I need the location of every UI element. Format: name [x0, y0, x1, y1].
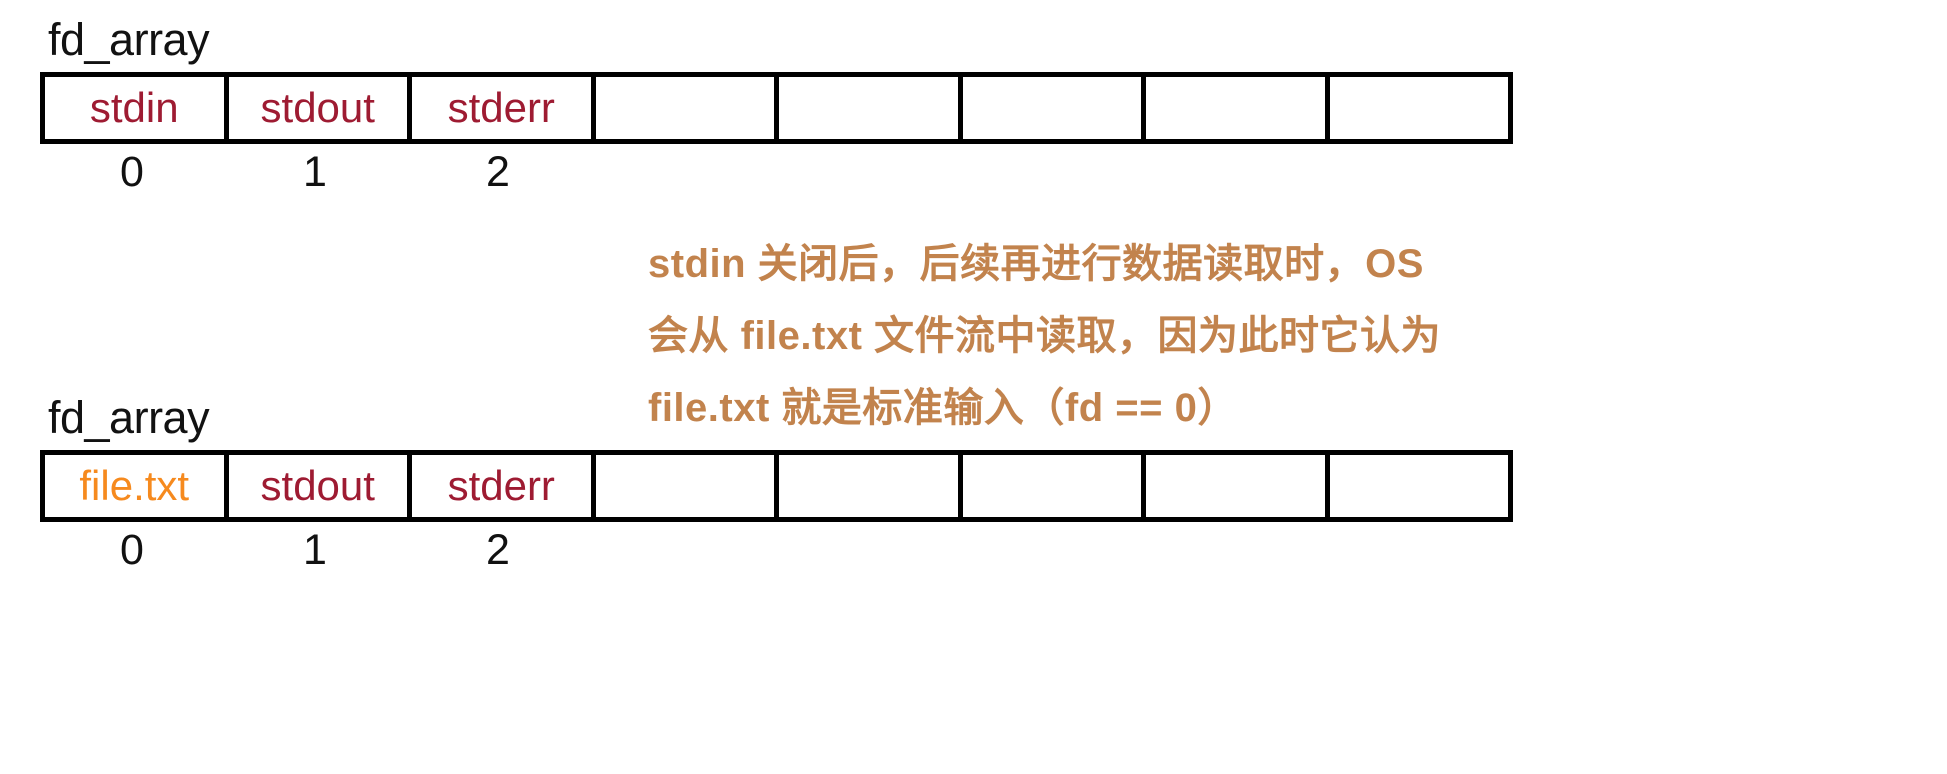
fd-cell-2: stderr [412, 77, 596, 139]
fd-index-0: 0 [120, 148, 144, 196]
fd-array-after-indices: 0 1 2 [40, 522, 1513, 580]
fd-cell-7 [1330, 77, 1509, 139]
fd-array-before-indices: 0 1 2 [40, 144, 1513, 202]
fd-cell-2: stderr [412, 455, 596, 517]
fd-cell-3 [596, 455, 779, 517]
fd-array-before-group: fd_array stdin stdout stderr 0 1 2 [40, 14, 1513, 202]
annotation-note-line-1: stdin 关闭后，后续再进行数据读取时，OS [648, 242, 1424, 286]
fd-array-after-table: file.txt stdout stderr [40, 450, 1513, 522]
fd-array-before-table: stdin stdout stderr [40, 72, 1513, 144]
fd-cell-6 [1146, 455, 1330, 517]
fd-cell-1: stdout [229, 77, 412, 139]
fd-index-0: 0 [120, 526, 144, 574]
annotation-note-line-3: file.txt 就是标准输入（fd == 0） [648, 386, 1238, 430]
fd-cell-3 [596, 77, 779, 139]
fd-cell-4 [779, 77, 963, 139]
fd-array-before-title: fd_array [48, 14, 210, 65]
fd-index-1: 1 [303, 526, 327, 574]
fd-cell-0: stdin [45, 77, 229, 139]
fd-index-1: 1 [303, 148, 327, 196]
fd-array-after-group: fd_array file.txt stdout stderr 0 1 2 [40, 392, 1513, 580]
fd-index-2: 2 [486, 526, 510, 574]
annotation-note: stdin 关闭后，后续再进行数据读取时，OS 会从 file.txt 文件流中… [648, 228, 1938, 444]
fd-cell-1: stdout [229, 455, 412, 517]
fd-cell-7 [1330, 455, 1509, 517]
fd-cell-5 [963, 455, 1146, 517]
fd-array-after-title: fd_array [48, 392, 210, 443]
fd-cell-4 [779, 455, 963, 517]
fd-cell-5 [963, 77, 1146, 139]
fd-cell-6 [1146, 77, 1330, 139]
fd-cell-0: file.txt [45, 455, 229, 517]
annotation-note-line-2: 会从 file.txt 文件流中读取，因为此时它认为 [648, 314, 1442, 358]
fd-index-2: 2 [486, 148, 510, 196]
